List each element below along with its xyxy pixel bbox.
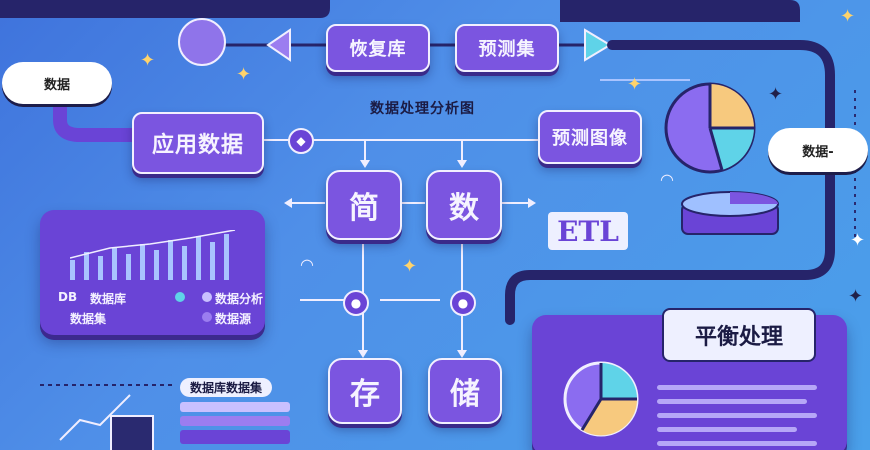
cloud-left: 数据 [2,62,112,104]
flow-bubble-right: ● [450,290,476,316]
sparkle-icon: ✦ [402,256,418,277]
sparkle-icon: ✦ [840,6,856,27]
bottom-caption-text: 数据库数据集 [190,381,263,395]
stack-card [180,402,290,450]
bottom-box-right[interactable]: 储 [428,358,502,424]
wifi-icon: ◠ [300,255,314,274]
center-caption: 数据处理分析图 [370,101,475,117]
top-left-label-box[interactable]: 恢复库 [326,24,430,72]
pie-chart-icon-small [562,360,640,442]
sparkle-icon: ✦ [140,50,156,71]
cloud-right: 数据- [768,128,868,172]
process-box-right[interactable]: 数 [426,170,502,240]
sparkle-icon: ✦ [236,64,252,85]
legend-dot-lilac [202,292,212,302]
sparkle-icon-dark: ✦ [768,84,784,105]
bottom-caption: 数据库数据集 [180,378,273,397]
panel-header: DB [58,290,78,304]
sparkle-icon: ✦ [627,74,643,95]
etl-label: ETL [548,212,628,250]
bar-chart-icon [69,229,240,284]
bottom-box-left[interactable]: 存 [328,358,402,424]
wifi-icon: ◠ [660,170,674,189]
sparkle-icon-dark: ✦ [848,286,864,307]
flow-bubble-left: ● [343,290,369,316]
legend-item-3: 数据分析 [215,292,264,306]
left-block-label[interactable]: 应用数据 [132,112,264,174]
legend-item-2: 数据集 [70,312,107,326]
legend-item-4: 数据源 [215,312,252,326]
diamond-connector-icon: ◆ [288,128,314,154]
right-panel-title: 平衡处理 [662,308,816,362]
legend-dot-violet [202,312,212,322]
bottom-left-pillar [110,415,154,450]
process-box-left[interactable]: 简 [326,170,402,240]
pie-chart-icon [662,80,758,180]
database-disk-icon [680,188,780,252]
text-lines [657,385,822,446]
sparkle-icon: ✦ [850,230,866,251]
legend-item-1: 数据库 [90,292,127,306]
left-data-panel: DB 数据库 数据集 数据分析 数据源 [40,210,265,335]
top-right-label-box[interactable]: 预测集 [455,24,559,72]
right-label-box[interactable]: 预测图像 [538,110,642,164]
legend-dot-teal [175,292,185,302]
top-node-circle [178,18,226,66]
